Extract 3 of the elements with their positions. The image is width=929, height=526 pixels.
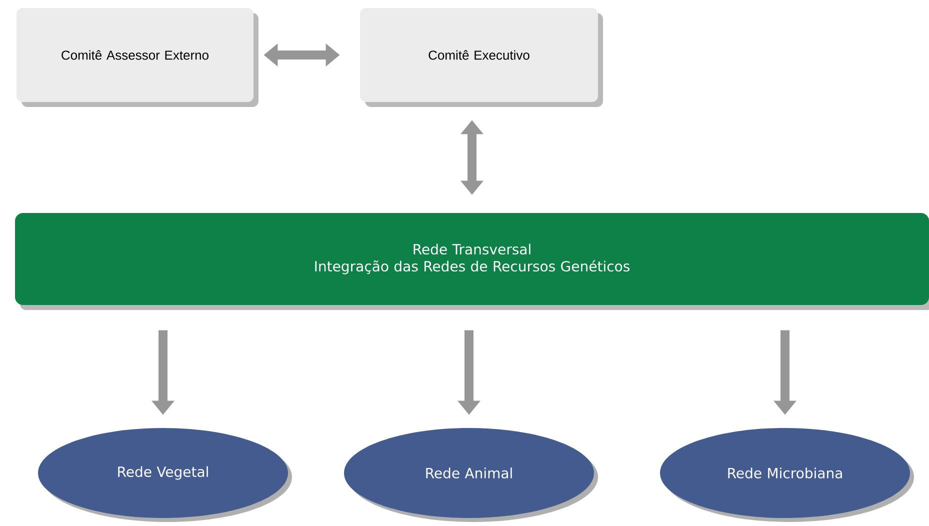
network-band: Rede Transversal Integração das Redes de Recursos Genéticos xyxy=(15,212,929,310)
committee-box: Comitê Executivo xyxy=(360,8,603,107)
committee-box: Comitê Assessor Externo xyxy=(16,8,258,107)
